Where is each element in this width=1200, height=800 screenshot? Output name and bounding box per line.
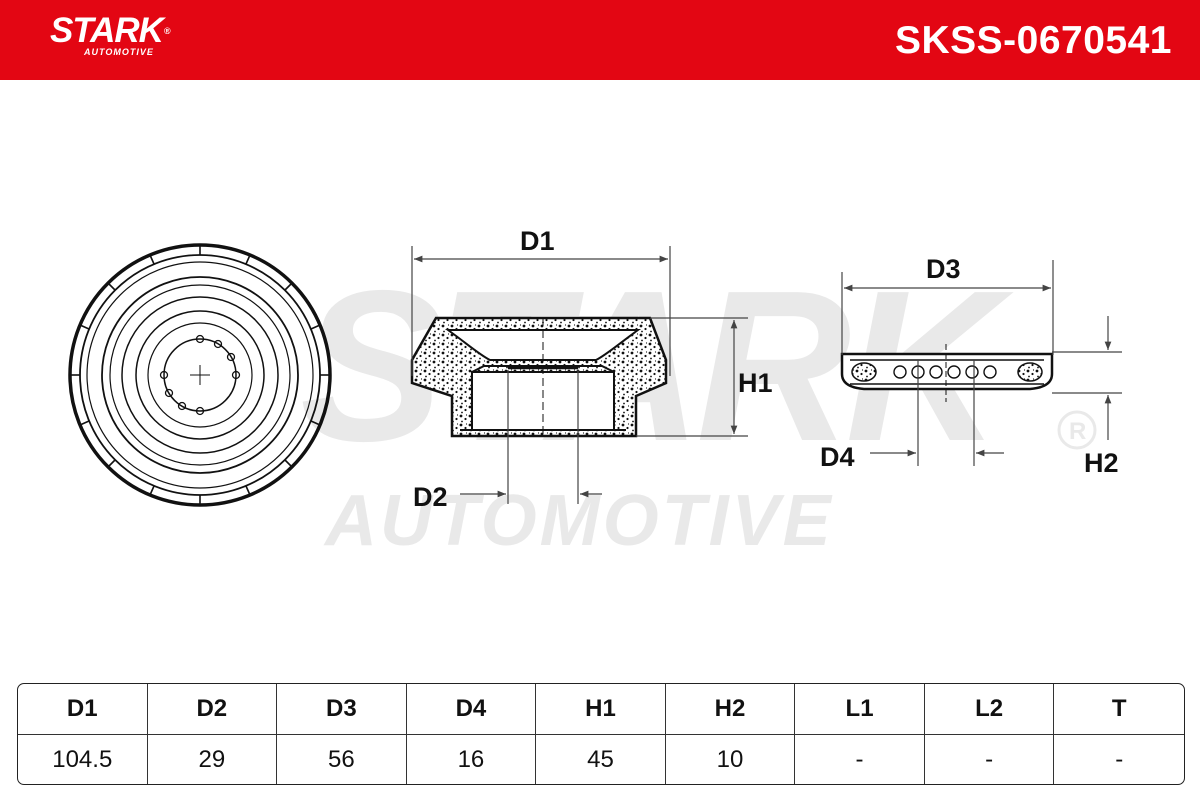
dim-label-d3: D3: [926, 254, 961, 284]
spec-value-cell: 16: [407, 735, 537, 784]
spec-value-cell: -: [795, 735, 925, 784]
spec-header-cell: D1: [18, 684, 148, 735]
brand-logo: STARK® AUTOMOTIVE: [50, 11, 171, 58]
brand-name: STARK: [50, 11, 164, 50]
spec-header-cell: H1: [536, 684, 666, 735]
spec-value-cell: 56: [277, 735, 407, 784]
spec-value-cell: -: [925, 735, 1055, 784]
dimension-lines: [411, 246, 1122, 504]
spec-header-cell: H2: [665, 684, 796, 735]
dim-label-d2: D2: [413, 482, 448, 512]
spec-value-cell: 104.5: [18, 735, 148, 784]
spec-header-cell: T: [1054, 684, 1184, 735]
spec-header-cell: D3: [277, 684, 407, 735]
top-view-drawing: [68, 243, 332, 507]
dim-label-d4: D4: [820, 442, 855, 472]
spec-value-cell: 10: [666, 735, 796, 784]
watermark-reg-letter: R: [1069, 418, 1086, 445]
spec-header-cell: D4: [406, 684, 537, 735]
dim-label-h2: H2: [1084, 448, 1119, 478]
spec-header-cell: L2: [924, 684, 1055, 735]
bearing-drawing: [840, 344, 1054, 402]
spec-table-header-row: D1 D2 D3 D4 H1 H2 L1 L2 T: [18, 684, 1184, 735]
brand-reg-mark: ®: [163, 26, 171, 36]
spec-value-cell: 29: [148, 735, 278, 784]
spec-value-cell: -: [1115, 745, 1124, 773]
dim-label-d1: D1: [520, 226, 555, 256]
watermark-reg-circle: [1057, 410, 1097, 450]
spec-header-cell: D2: [147, 684, 278, 735]
spec-table-value-row: 104.5 29 56 16 45 10 - - -: [18, 735, 1184, 784]
spec-header-cell: L1: [795, 684, 925, 735]
part-number: SKSS-0670541: [894, 19, 1172, 62]
header-bar: STARK® AUTOMOTIVE SKSS-0670541: [0, 0, 1200, 80]
dim-label-h1: H1: [738, 368, 773, 398]
spec-table: D1 D2 D3 D4 H1 H2 L1 L2 T 104.5 29 56 16…: [17, 683, 1185, 785]
brand-subtitle: AUTOMOTIVE: [84, 47, 154, 57]
technical-drawing: STARK AUTOMOTIVE R: [68, 226, 1122, 561]
watermark-automotive: AUTOMOTIVE: [323, 481, 834, 561]
spec-value-cell: 45: [536, 735, 666, 784]
watermark: STARK AUTOMOTIVE R: [300, 245, 1097, 561]
